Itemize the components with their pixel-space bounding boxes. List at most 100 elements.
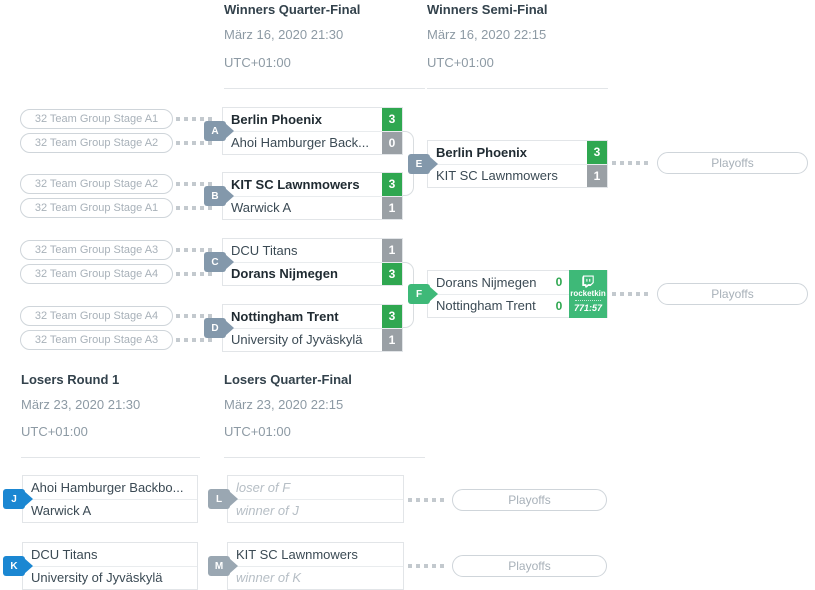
team-name: KIT SC Lawnmowers — [236, 546, 358, 562]
match-c-team-2: Dorans Nijmegen 3 — [223, 261, 402, 285]
team-placeholder: winner of K — [236, 570, 302, 586]
match-a-team-2: Ahoi Hamburger Back... 0 — [223, 130, 402, 154]
round-timezone-losers-round-1: UTC+01:00 — [21, 424, 88, 439]
match-k-team-1: DCU Titans — [23, 543, 197, 566]
match-m-team-1: KIT SC Lawnmowers — [228, 543, 403, 566]
match-label-l: L — [208, 489, 238, 509]
match-l-team-1: loser of F — [228, 476, 403, 499]
match-label-j: J — [3, 489, 33, 509]
match-j-team-2: Warwick A — [23, 498, 197, 523]
match-label-k: K — [3, 556, 33, 576]
connector-dashes — [176, 338, 216, 342]
playoffs-pill-e[interactable]: Playoffs — [657, 152, 808, 174]
match-c[interactable]: DCU Titans 1 Dorans Nijmegen 3 — [222, 238, 403, 286]
connector-dashes — [408, 564, 448, 568]
match-k[interactable]: DCU Titans University of Jyväskylä — [22, 542, 198, 590]
team-name: Warwick A — [31, 503, 92, 519]
source-pill-group-a4[interactable]: 32 Team Group Stage A4 — [20, 306, 173, 326]
source-pill-group-a4[interactable]: 32 Team Group Stage A4 — [20, 264, 173, 284]
connector-dashes — [176, 314, 216, 318]
source-pill-group-a1[interactable]: 32 Team Group Stage A1 — [20, 109, 173, 129]
match-e-team-2: KIT SC Lawnmowers 1 — [428, 163, 607, 187]
round-title-winners-semi-final: Winners Semi-Final — [427, 2, 548, 17]
team-placeholder: loser of F — [236, 479, 291, 495]
source-pill-group-a2[interactable]: 32 Team Group Stage A2 — [20, 133, 173, 153]
connector-dashes — [176, 182, 216, 186]
round-date-winners-semi-final: März 16, 2020 22:15 — [427, 27, 547, 42]
round-title-losers-round-1: Losers Round 1 — [21, 372, 120, 387]
match-j[interactable]: Ahoi Hamburger Backbo... Warwick A — [22, 475, 198, 523]
match-b-team-1: KIT SC Lawnmowers 3 — [223, 173, 402, 196]
round-divider — [21, 457, 200, 458]
score-badge: 0 — [382, 131, 402, 154]
connector-dashes — [176, 117, 216, 121]
match-j-team-1: Ahoi Hamburger Backbo... — [23, 476, 197, 499]
match-label-b: B — [204, 186, 234, 206]
team-name: Berlin Phoenix — [231, 111, 323, 127]
score-badge: 3 — [382, 305, 402, 328]
round-title-losers-quarter-final: Losers Quarter-Final — [224, 372, 352, 387]
connector-dashes — [176, 248, 216, 252]
match-label-c: C — [204, 252, 234, 272]
round-date-losers-round-1: März 23, 2020 21:30 — [21, 397, 141, 412]
match-a-team-1: Berlin Phoenix 3 — [223, 108, 402, 131]
team-name: Dorans Nijmegen — [436, 274, 537, 290]
stream-divider — [575, 300, 601, 301]
score-badge: 1 — [382, 196, 402, 219]
match-k-team-2: University of Jyväskylä — [23, 565, 197, 590]
score-badge: 3 — [382, 262, 402, 285]
score-badge: 1 — [382, 239, 402, 262]
playoffs-pill-f[interactable]: Playoffs — [657, 283, 808, 305]
team-name: DCU Titans — [231, 242, 298, 258]
source-pill-group-a3[interactable]: 32 Team Group Stage A3 — [20, 240, 173, 260]
match-e[interactable]: Berlin Phoenix 3 KIT SC Lawnmowers 1 — [427, 140, 608, 188]
twitch-icon — [582, 275, 594, 288]
score-badge: 3 — [587, 141, 607, 164]
round-date-losers-quarter-final: März 23, 2020 22:15 — [224, 397, 344, 412]
match-m-team-2: winner of K — [228, 565, 403, 590]
match-label-e: E — [408, 154, 438, 174]
round-title-winners-quarter-final: Winners Quarter-Final — [224, 2, 361, 17]
score-badge: 1 — [382, 328, 402, 351]
playoffs-pill-l[interactable]: Playoffs — [452, 489, 607, 511]
team-name: Warwick A — [231, 200, 292, 216]
match-label-m: M — [208, 556, 238, 576]
connector-dashes — [176, 206, 216, 210]
source-pill-group-a3[interactable]: 32 Team Group Stage A3 — [20, 330, 173, 350]
stream-panel[interactable]: rocketkin 771:57 — [569, 270, 607, 318]
match-d[interactable]: Nottingham Trent 3 University of Jyväsky… — [222, 304, 403, 352]
team-name: Ahoi Hamburger Back... — [231, 135, 370, 151]
match-label-a: A — [204, 121, 234, 141]
match-c-team-1: DCU Titans 1 — [223, 239, 402, 262]
round-divider — [224, 88, 425, 89]
playoffs-pill-m[interactable]: Playoffs — [452, 555, 607, 577]
team-name: Dorans Nijmegen — [231, 266, 338, 282]
match-f-team-2: Nottingham Trent 0 — [428, 293, 607, 318]
round-timezone-winners-quarter-final: UTC+01:00 — [224, 55, 291, 70]
score-badge: 3 — [382, 173, 402, 196]
round-divider — [427, 88, 608, 89]
score-badge: 3 — [382, 108, 402, 131]
source-pill-group-a2[interactable]: 32 Team Group Stage A2 — [20, 174, 173, 194]
match-b-team-2: Warwick A 1 — [223, 195, 402, 219]
match-a[interactable]: Berlin Phoenix 3 Ahoi Hamburger Back... … — [222, 107, 403, 155]
round-timezone-winners-semi-final: UTC+01:00 — [427, 55, 494, 70]
connector-dashes — [176, 272, 216, 276]
match-label-f: F — [408, 284, 438, 304]
match-l[interactable]: loser of F winner of J — [227, 475, 404, 523]
score-live: 0 — [555, 275, 563, 290]
team-name: Nottingham Trent — [231, 308, 339, 324]
connector-dashes — [612, 161, 652, 165]
connector-dashes — [612, 292, 652, 296]
stream-channel: rocketkin — [570, 289, 606, 298]
stream-time: 771:57 — [573, 303, 603, 313]
match-m[interactable]: KIT SC Lawnmowers winner of K — [227, 542, 404, 590]
team-placeholder: winner of J — [236, 503, 299, 519]
match-b[interactable]: KIT SC Lawnmowers 3 Warwick A 1 — [222, 172, 403, 220]
round-divider — [224, 457, 425, 458]
round-timezone-losers-quarter-final: UTC+01:00 — [224, 424, 291, 439]
source-pill-group-a1[interactable]: 32 Team Group Stage A1 — [20, 198, 173, 218]
team-name: KIT SC Lawnmowers — [436, 168, 558, 184]
team-name: Berlin Phoenix — [436, 144, 528, 160]
